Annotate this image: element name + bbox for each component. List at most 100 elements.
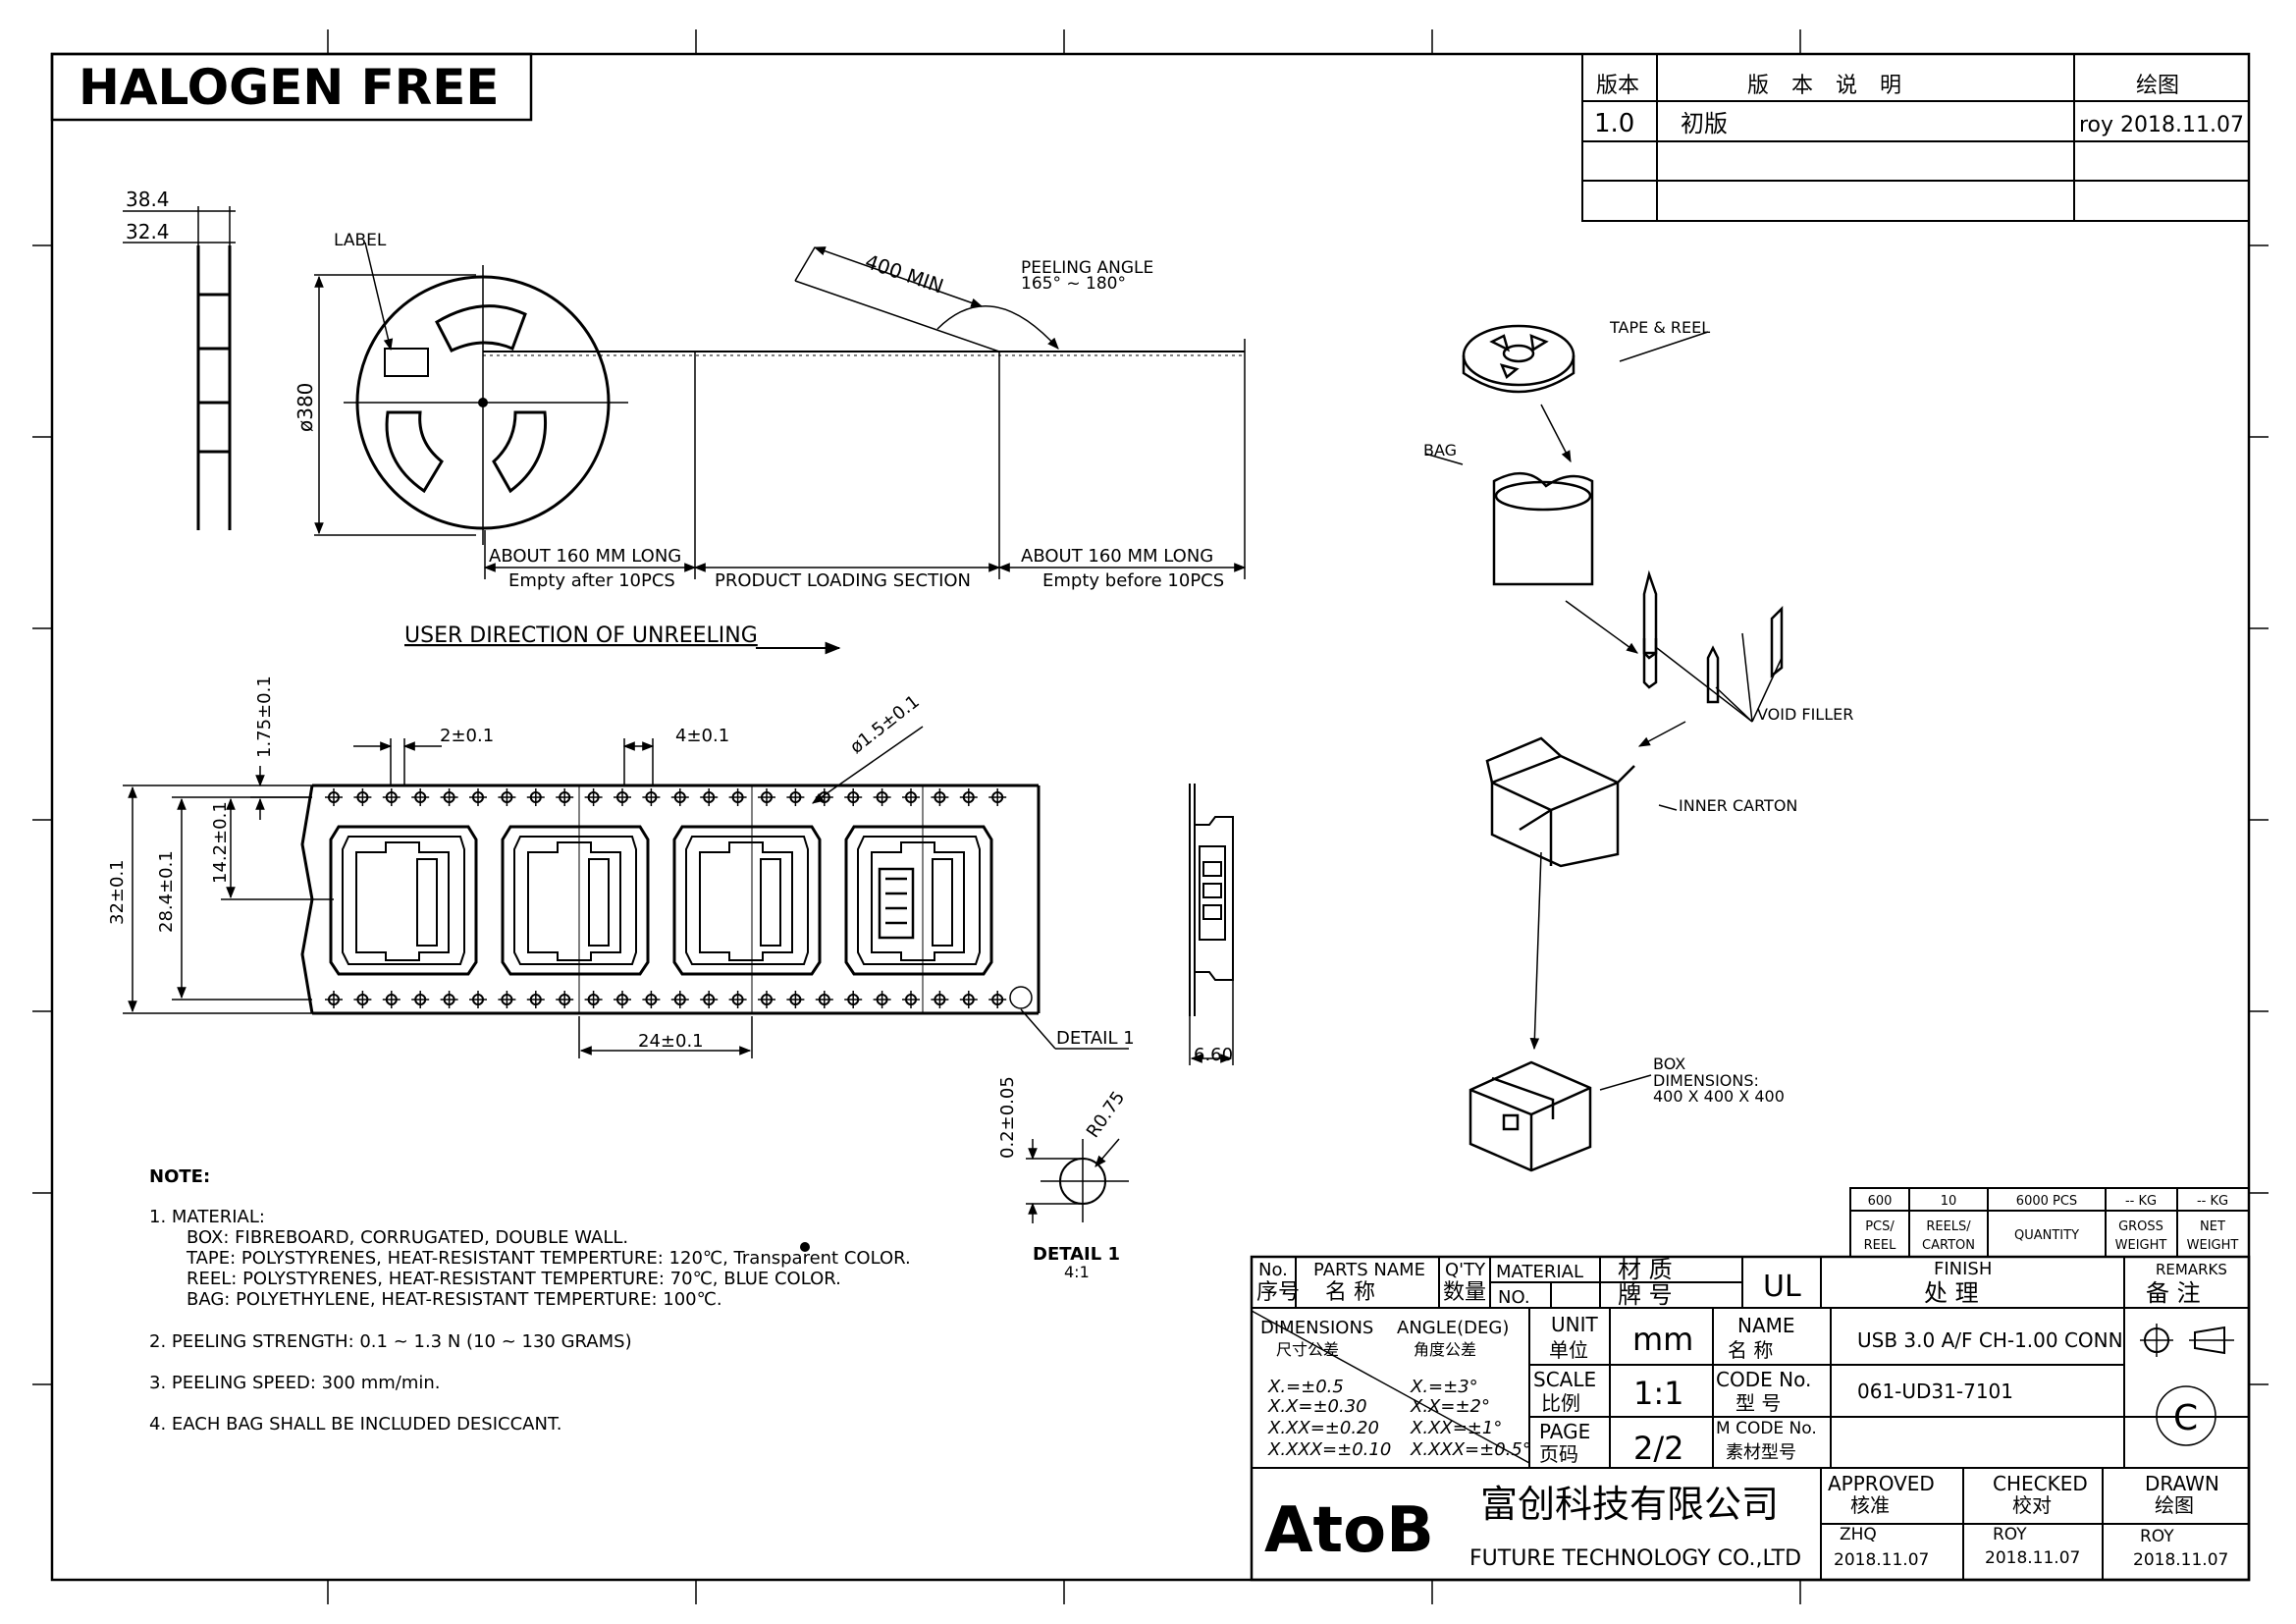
sprocket-hole bbox=[988, 991, 1007, 1008]
svg-text:UL: UL bbox=[1763, 1270, 1801, 1304]
svg-text:REEL: POLYSTYRENES, HEAT-RESIS: REEL: POLYSTYRENES, HEAT-RESISTANT TEMPE… bbox=[187, 1269, 841, 1289]
svg-text:WEIGHT: WEIGHT bbox=[2187, 1238, 2239, 1253]
sprocket-hole bbox=[873, 991, 891, 1008]
void-filler-label: VOID FILLER bbox=[1757, 705, 1853, 724]
svg-text:FINISH: FINISH bbox=[1934, 1259, 1992, 1279]
sprocket-hole bbox=[614, 991, 631, 1008]
detail-1-view bbox=[1026, 1138, 1129, 1223]
sprocket-hole bbox=[614, 788, 631, 806]
peeling-angle-title: PEELING ANGLE bbox=[1021, 258, 1153, 278]
svg-text:M CODE No.: M CODE No. bbox=[1716, 1419, 1817, 1438]
empty-after: Empty after 10PCS bbox=[508, 570, 675, 591]
dim-2: 2±0.1 bbox=[440, 726, 494, 746]
atob-logo: AtoB bbox=[1264, 1494, 1434, 1567]
qty-quantity-val: 6000 PCS bbox=[2016, 1194, 2077, 1209]
svg-text:核准: 核准 bbox=[1850, 1493, 1890, 1517]
sprocket-hole bbox=[758, 788, 775, 806]
code-no-value: 061-UD31-7101 bbox=[1857, 1380, 2013, 1403]
svg-text:GROSS: GROSS bbox=[2118, 1219, 2163, 1234]
svg-text:1:1: 1:1 bbox=[1633, 1375, 1684, 1412]
sprocket-hole bbox=[728, 991, 747, 1008]
border-ticks bbox=[32, 29, 2269, 1604]
svg-text:牌 号: 牌 号 bbox=[1618, 1281, 1673, 1309]
rev-col-drawn: 绘图 bbox=[2136, 74, 2179, 98]
title-block bbox=[1250, 1255, 2251, 1582]
sprocket-hole bbox=[988, 788, 1007, 806]
svg-text:Q'TY: Q'TY bbox=[1445, 1260, 1486, 1280]
dim-1-75: 1.75±0.1 bbox=[254, 676, 275, 758]
rev-drawn: roy 2018.11.07 bbox=[2079, 113, 2244, 137]
sprocket-hole bbox=[844, 788, 863, 806]
detail-1-title: DETAIL 1 bbox=[1033, 1244, 1120, 1265]
sprocket-hole bbox=[700, 991, 719, 1008]
svg-text:UNIT: UNIT bbox=[1551, 1313, 1598, 1336]
dim-diameter-380: ø380 bbox=[294, 383, 317, 432]
svg-text:X.XX=±0.20: X.XX=±0.20 bbox=[1267, 1418, 1379, 1438]
about-160-right: ABOUT 160 MM LONG bbox=[1021, 546, 1213, 567]
peeling-angle-value: 165° ~ 180° bbox=[1021, 274, 1126, 294]
svg-text:DRAWN: DRAWN bbox=[2145, 1472, 2219, 1495]
sprocket-hole bbox=[642, 788, 661, 806]
sprocket-hole bbox=[786, 991, 805, 1008]
qty-net-val: -- KG bbox=[2197, 1194, 2228, 1209]
part-name-value: USB 3.0 A/F CH-1.00 CONN bbox=[1857, 1328, 2123, 1352]
svg-text:NAME: NAME bbox=[1737, 1314, 1795, 1337]
sprocket-hole bbox=[469, 991, 487, 1008]
svg-text:REMARKS: REMARKS bbox=[2156, 1261, 2227, 1278]
sprocket-hole bbox=[959, 788, 978, 806]
dim-400-min: 400 MIN bbox=[862, 249, 946, 298]
svg-text:DIMENSIONS: DIMENSIONS bbox=[1260, 1318, 1373, 1338]
pocket-group bbox=[329, 785, 993, 1013]
tape-dimensions bbox=[123, 726, 1129, 1058]
svg-text:MATERIAL: MATERIAL bbox=[1496, 1262, 1583, 1282]
svg-text:2. PEELING STRENGTH: 0.1 ~ 1.3: 2. PEELING STRENGTH: 0.1 ~ 1.3 N (10 ~ 1… bbox=[149, 1331, 632, 1352]
sprocket-hole bbox=[526, 788, 545, 806]
svg-text:单位: 单位 bbox=[1549, 1338, 1588, 1362]
dim-28-4: 28.4±0.1 bbox=[156, 850, 177, 933]
svg-text:NET: NET bbox=[2200, 1219, 2225, 1234]
svg-text:NO.: NO. bbox=[1498, 1287, 1530, 1308]
svg-text:APPROVED: APPROVED bbox=[1828, 1472, 1935, 1495]
dim-4: 4±0.1 bbox=[675, 726, 729, 746]
svg-text:X.XX=±1°: X.XX=±1° bbox=[1410, 1418, 1502, 1438]
qty-gross-val: -- KG bbox=[2125, 1194, 2157, 1209]
rev-col-version: 版本 bbox=[1596, 74, 1639, 98]
sprocket-hole bbox=[815, 991, 833, 1008]
sprocket-hole bbox=[902, 788, 920, 806]
sprocket-hole bbox=[411, 788, 430, 806]
svg-text:尺寸公差: 尺寸公差 bbox=[1276, 1340, 1339, 1359]
svg-text:材 质: 材 质 bbox=[1618, 1256, 1673, 1283]
svg-text:SCALE: SCALE bbox=[1533, 1368, 1596, 1391]
halogen-free-text: HALOGEN FREE bbox=[79, 59, 500, 116]
svg-text:REELS/: REELS/ bbox=[1926, 1219, 1971, 1234]
rev-col-description: 版 本 说 明 bbox=[1747, 74, 1909, 98]
svg-text:QUANTITY: QUANTITY bbox=[2014, 1228, 2079, 1243]
svg-text:页码: 页码 bbox=[1539, 1442, 1578, 1466]
dim-14-2: 14.2±0.1 bbox=[210, 801, 231, 884]
halogen-free-box bbox=[50, 52, 533, 122]
svg-text:数量: 数量 bbox=[1443, 1280, 1486, 1305]
tape-pocket bbox=[501, 825, 650, 976]
svg-text:3. PEELING SPEED: 300 mm/min.: 3. PEELING SPEED: 300 mm/min. bbox=[149, 1373, 441, 1393]
detail-0-2: 0.2±0.05 bbox=[997, 1076, 1018, 1159]
sprocket-holes bbox=[325, 788, 1007, 1008]
revision-table bbox=[1581, 53, 2250, 222]
inner-carton-label: INNER CARTON bbox=[1679, 796, 1797, 815]
notes: NOTE: 1. MATERIAL: BOX: FIBREBOARD, CORR… bbox=[149, 1166, 911, 1435]
svg-text:X.=±0.5: X.=±0.5 bbox=[1267, 1377, 1344, 1397]
sprocket-hole bbox=[498, 788, 516, 806]
sprocket-hole bbox=[902, 991, 920, 1008]
qty-reels-carton-val: 10 bbox=[1941, 1194, 1957, 1209]
carrier-tape bbox=[300, 784, 1041, 1015]
dim-hole-dia: ø1.5±0.1 bbox=[846, 691, 924, 758]
svg-text:2018.11.07: 2018.11.07 bbox=[2133, 1550, 2228, 1570]
svg-text:2/2: 2/2 bbox=[1633, 1430, 1684, 1467]
detail-1-ref: DETAIL 1 bbox=[1056, 1028, 1135, 1049]
sprocket-hole bbox=[959, 991, 978, 1008]
svg-text:CODE No.: CODE No. bbox=[1716, 1368, 1811, 1391]
dim-24: 24±0.1 bbox=[638, 1031, 704, 1052]
sprocket-hole bbox=[469, 788, 487, 806]
svg-text:PAGE: PAGE bbox=[1539, 1420, 1590, 1443]
user-direction: USER DIRECTION OF UNREELING bbox=[404, 623, 758, 648]
qty-pcs-reel-val: 600 bbox=[1868, 1194, 1893, 1209]
